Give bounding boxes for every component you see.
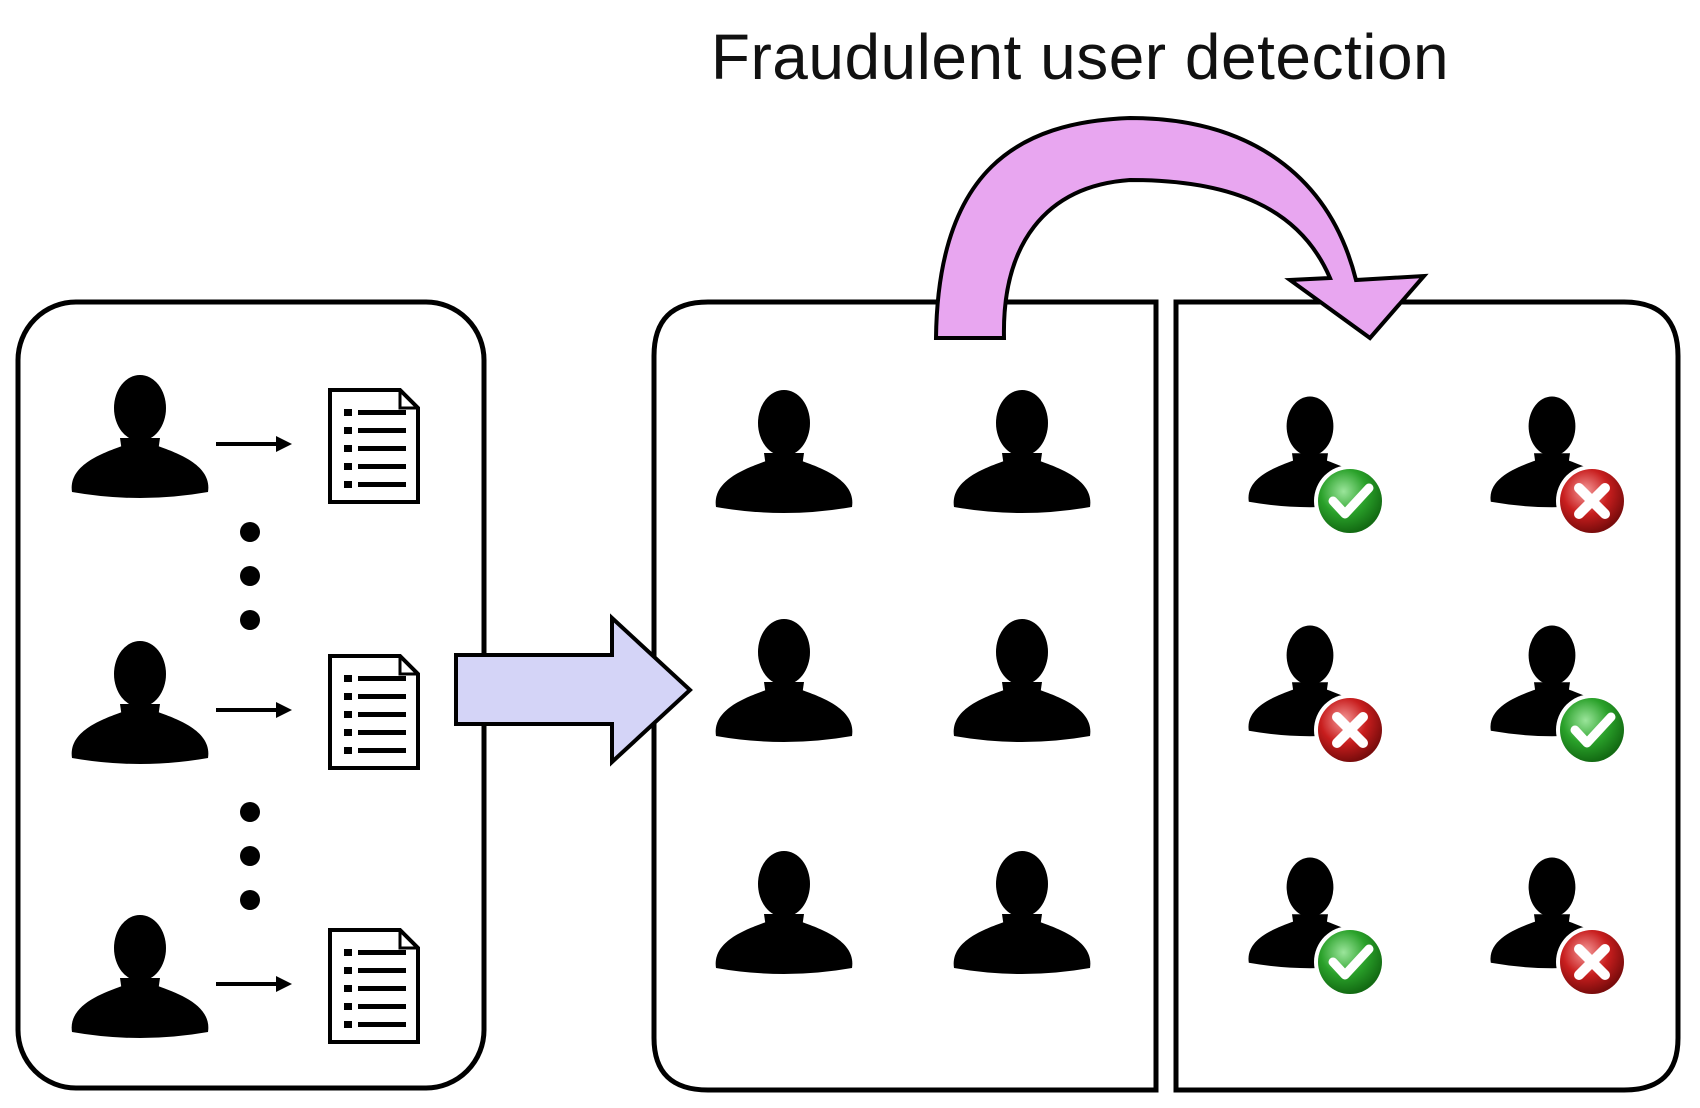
link-arrow (216, 702, 292, 718)
document-list-icon (328, 928, 420, 1044)
ellipsis-dots (240, 522, 260, 630)
classified-user-icons (1248, 396, 1628, 998)
green-check-badge-icon (1314, 465, 1386, 537)
user-pool-panel (651, 299, 1159, 1093)
input-user-records (71, 375, 420, 1044)
user-icon (953, 619, 1091, 742)
user-icon (715, 619, 853, 742)
red-x-badge-icon (1556, 465, 1628, 537)
classified-user (1490, 396, 1628, 537)
classified-user (1490, 625, 1628, 766)
classified-user (1248, 857, 1386, 998)
classified-user (1490, 857, 1628, 998)
user-icon (71, 641, 209, 764)
user-icon (71, 375, 209, 498)
link-arrow (216, 436, 292, 452)
classified-user (1248, 396, 1386, 537)
detection-arrow (933, 115, 1429, 341)
red-x-badge-icon (1556, 926, 1628, 998)
classified-user (1248, 625, 1386, 766)
user-pool-icons (715, 390, 1091, 974)
link-arrow (216, 976, 292, 992)
ellipsis-dots (240, 802, 260, 910)
classified-users-panel (1173, 299, 1681, 1093)
red-x-badge-icon (1314, 694, 1386, 766)
document-list-icon (328, 654, 420, 770)
user-icon (71, 915, 209, 1038)
document-list-icon (328, 388, 420, 504)
diagram-title: Fraudulent user detection (710, 21, 1450, 93)
transfer-arrow (454, 613, 693, 767)
user-icon (953, 851, 1091, 974)
user-icon (715, 851, 853, 974)
user-icon (953, 390, 1091, 513)
green-check-badge-icon (1556, 694, 1628, 766)
green-check-badge-icon (1314, 926, 1386, 998)
user-icon (715, 390, 853, 513)
